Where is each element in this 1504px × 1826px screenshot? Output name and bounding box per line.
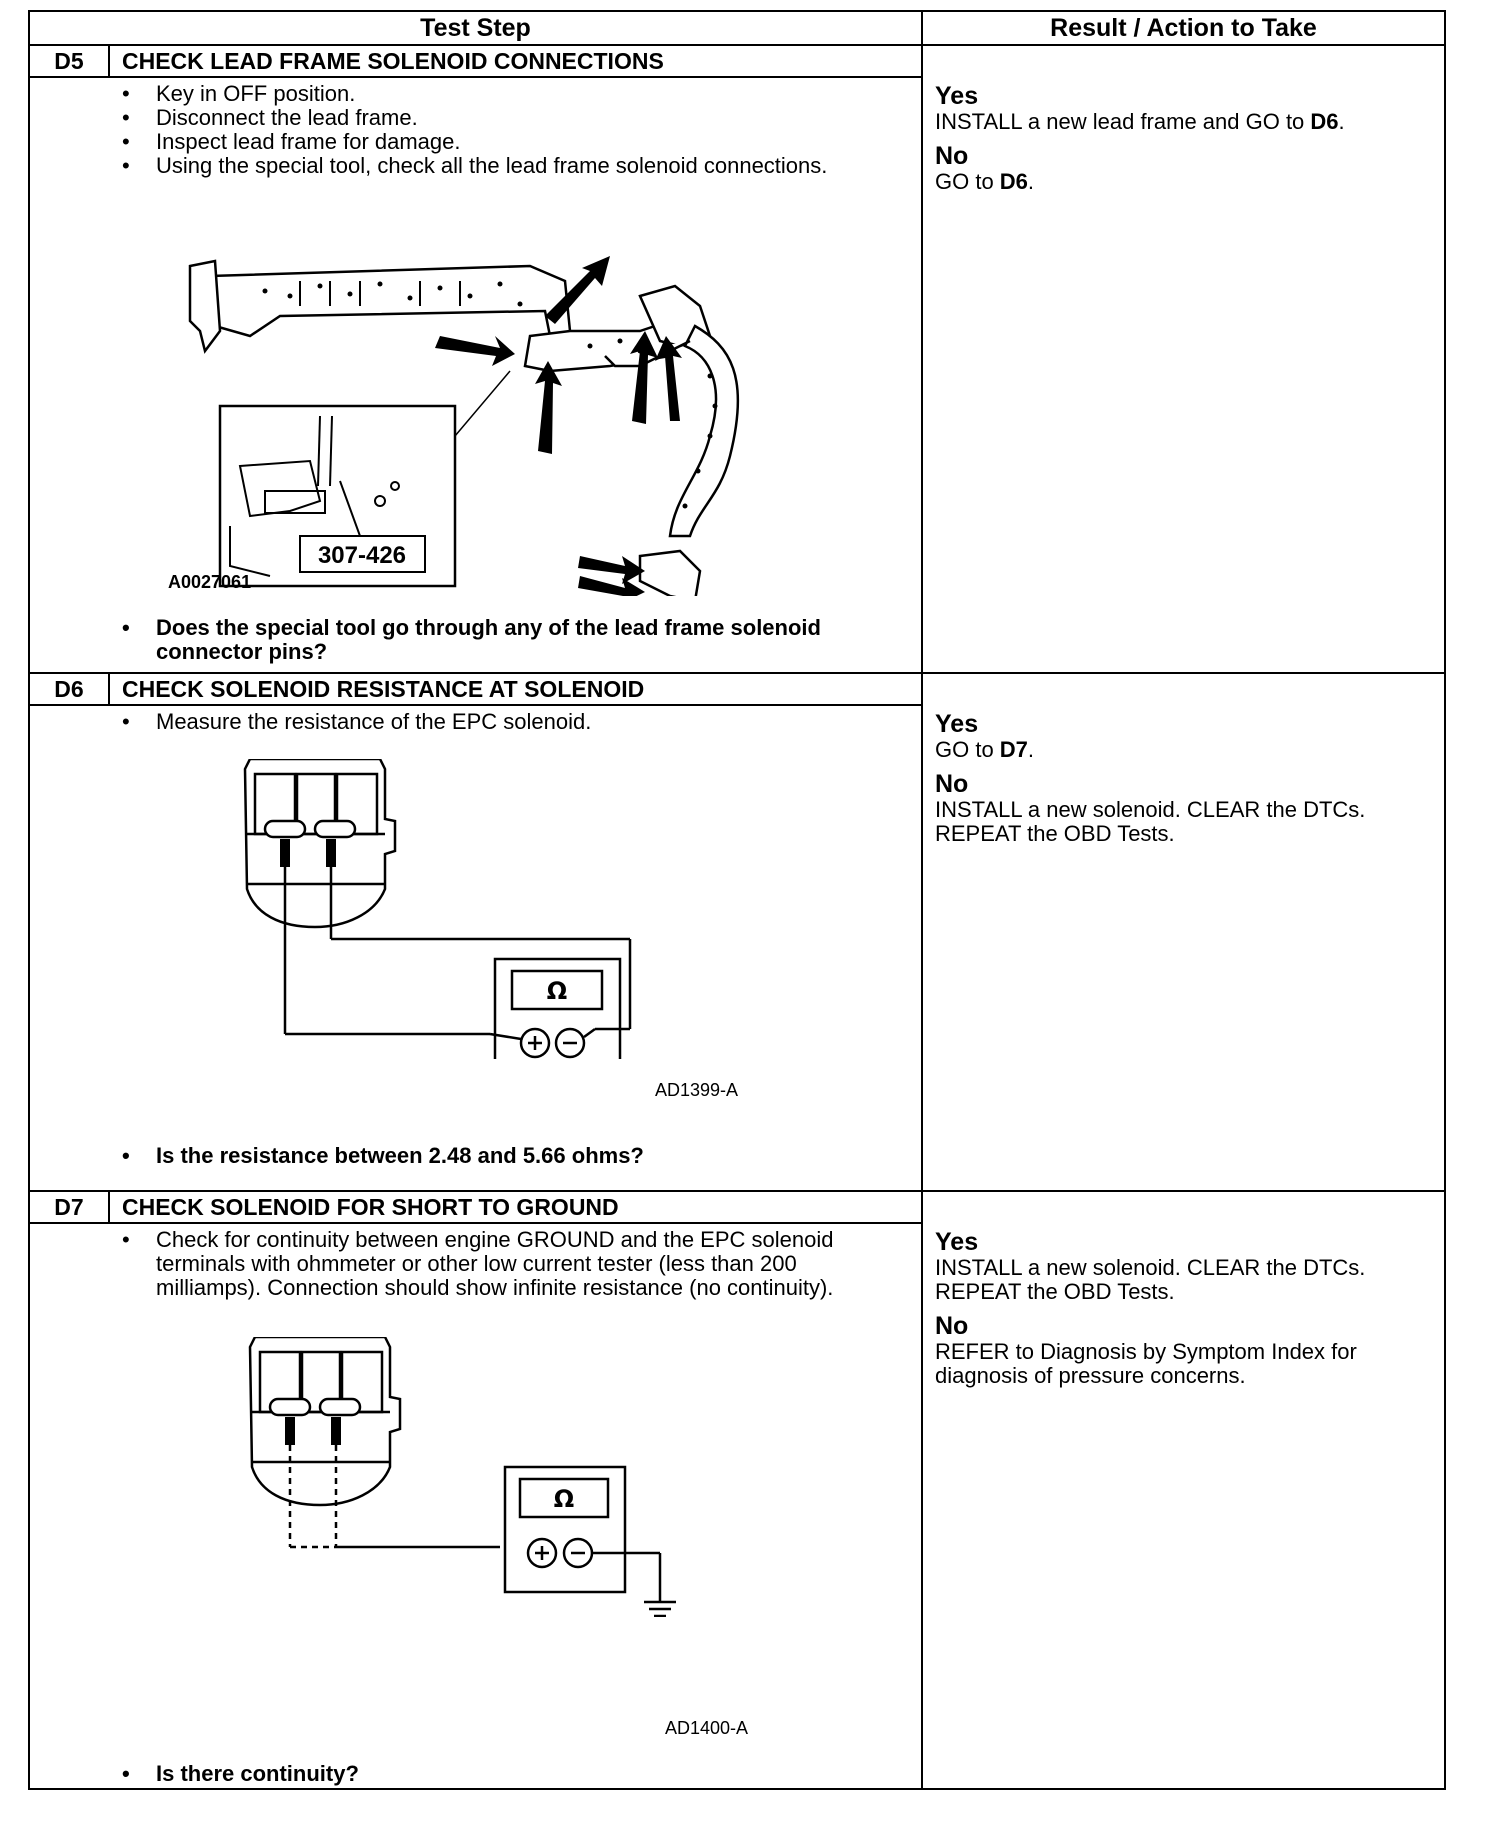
figure-id: AD1400-A: [665, 1718, 749, 1738]
yes-label: Yes: [935, 82, 979, 110]
section-d5: D5 CHECK LEAD FRAME SOLENOID CONNECTIONS…: [28, 44, 1446, 674]
ohm-symbol: Ω: [554, 1485, 574, 1513]
header-result-action: Result / Action to Take: [921, 10, 1446, 46]
no-tail: .: [1027, 169, 1035, 194]
instruction-item: Measure the resistance of the EPC soleno…: [120, 710, 880, 735]
yes-answer: Yes INSTALL a new solenoid. CLEAR the DT…: [935, 1228, 1435, 1304]
no-answer: No GO to D6.: [935, 142, 1435, 194]
step-instructions: Check for continuity between engine GROU…: [120, 1228, 880, 1300]
yes-answer: Yes INSTALL a new lead frame and GO to D…: [935, 82, 1435, 134]
step-instructions: Measure the resistance of the EPC soleno…: [120, 710, 880, 735]
instruction-item: Check for continuity between engine GROU…: [120, 1228, 880, 1300]
yes-tail: .: [1027, 737, 1035, 762]
no-label: No: [935, 1312, 969, 1340]
diagnostic-table: Test Step Result / Action to Take D5 CHE…: [28, 10, 1446, 1800]
result-cell: Yes INSTALL a new lead frame and GO to D…: [921, 44, 1446, 674]
step-title: CHECK SOLENOID RESISTANCE AT SOLENOID: [108, 672, 923, 706]
no-answer: No INSTALL a new solenoid. CLEAR the DTC…: [935, 770, 1435, 846]
figure-id: AD1399-A: [655, 1080, 739, 1100]
yes-text: INSTALL a new solenoid. CLEAR the DTCs. …: [935, 1255, 1366, 1304]
instruction-item: Key in OFF position.: [120, 82, 880, 107]
step-title: CHECK LEAD FRAME SOLENOID CONNECTIONS: [108, 44, 923, 78]
step-number: D7: [28, 1190, 110, 1224]
section-d6: D6 CHECK SOLENOID RESISTANCE AT SOLENOID…: [28, 672, 1446, 1192]
yes-tail: .: [1338, 109, 1345, 134]
header-test-step: Test Step: [28, 10, 923, 46]
yes-label: Yes: [935, 1228, 979, 1256]
yes-label: Yes: [935, 710, 979, 738]
result-cell: Yes GO to D7. No INSTALL a new solenoid.…: [921, 672, 1446, 1192]
section-d7: D7 CHECK SOLENOID FOR SHORT TO GROUND Ch…: [28, 1190, 1446, 1790]
no-text: INSTALL a new solenoid. CLEAR the DTCs. …: [935, 797, 1366, 846]
step-question: Is there continuity?: [120, 1762, 880, 1787]
step-body: Measure the resistance of the EPC soleno…: [28, 704, 923, 1192]
result-cell: Yes INSTALL a new solenoid. CLEAR the DT…: [921, 1190, 1446, 1790]
step-question: Does the special tool go through any of …: [120, 616, 880, 664]
yes-ref: D6: [1310, 109, 1339, 134]
step-title: CHECK SOLENOID FOR SHORT TO GROUND: [108, 1190, 923, 1224]
yes-text: INSTALL a new lead frame and GO to: [935, 109, 1311, 134]
no-text: REFER to Diagnosis by Symptom Index for …: [935, 1339, 1357, 1388]
step-body: Check for continuity between engine GROU…: [28, 1222, 923, 1790]
no-text: GO to: [935, 169, 1000, 194]
step-number: D6: [28, 672, 110, 706]
solenoid-resistance-diagram: Ω: [243, 759, 632, 1059]
instruction-item: Disconnect the lead frame.: [120, 106, 880, 131]
no-label: No: [935, 770, 969, 798]
step-body: Key in OFF position. Disconnect the lead…: [28, 76, 923, 674]
step-question: Is the resistance between 2.48 and 5.66 …: [120, 1144, 880, 1169]
no-answer: No REFER to Diagnosis by Symptom Index f…: [935, 1312, 1435, 1388]
yes-text: GO to: [935, 737, 1000, 762]
step-number: D5: [28, 44, 110, 78]
yes-answer: Yes GO to D7.: [935, 710, 1435, 762]
lead-frame-illustration: 307-426: [188, 256, 740, 596]
tool-number-label: 307-426: [318, 542, 406, 569]
ohm-symbol: Ω: [547, 977, 567, 1005]
no-ref: D6: [999, 169, 1028, 194]
no-label: No: [935, 142, 969, 170]
instruction-item: Using the special tool, check all the le…: [120, 154, 880, 179]
figure-id: A0027061: [168, 572, 252, 592]
instruction-item: Inspect lead frame for damage.: [120, 130, 880, 155]
solenoid-short-to-ground-diagram: Ω: [248, 1337, 676, 1617]
yes-ref: D7: [999, 737, 1028, 762]
step-instructions: Key in OFF position. Disconnect the lead…: [120, 82, 880, 179]
